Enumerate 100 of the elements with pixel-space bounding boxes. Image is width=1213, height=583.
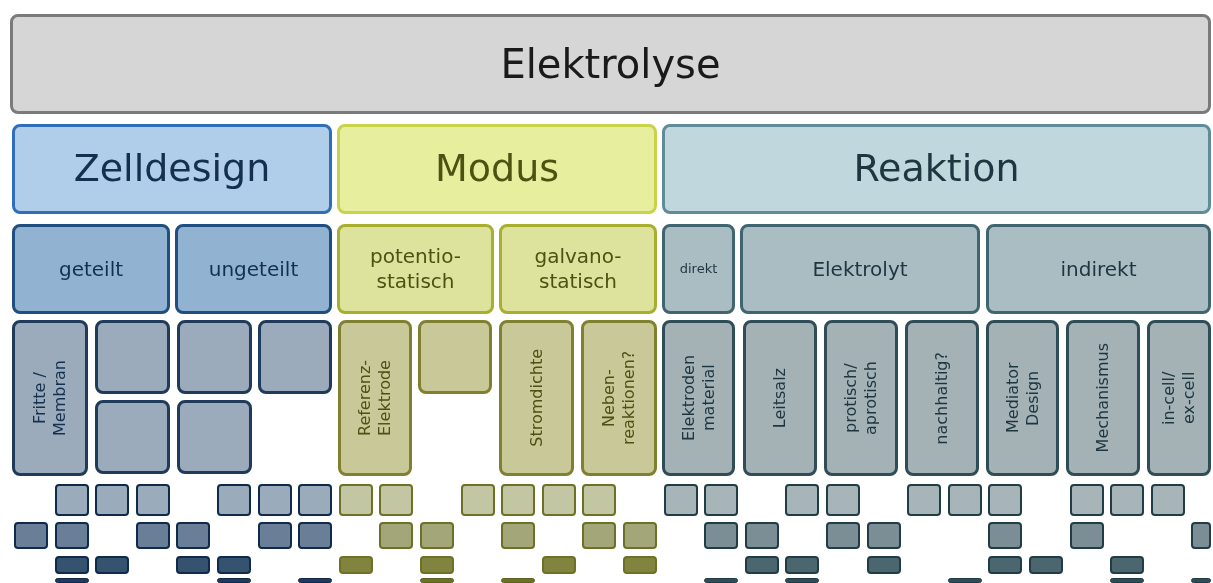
category-label: direkt — [679, 260, 718, 278]
empty-box — [54, 522, 89, 549]
empty-box — [379, 522, 414, 549]
empty-box — [704, 578, 739, 583]
category-label: galvano- statisch — [533, 244, 623, 294]
category-label: nachhaltig? — [932, 351, 952, 445]
empty-box — [541, 556, 576, 574]
empty-box — [298, 484, 333, 516]
category-box — [740, 224, 980, 314]
category-box — [581, 320, 657, 476]
empty-box — [501, 578, 536, 583]
empty-box — [217, 578, 251, 583]
category-box — [662, 224, 735, 314]
category-box — [10, 14, 1211, 114]
category-box — [499, 320, 574, 476]
empty-box — [135, 484, 170, 516]
empty-box — [744, 556, 779, 574]
category-label: Neben- reaktionen? — [599, 349, 639, 448]
empty-box — [420, 578, 454, 583]
empty-box — [623, 556, 657, 574]
empty-box — [298, 522, 333, 549]
empty-box — [257, 484, 292, 516]
empty-box — [54, 484, 89, 516]
empty-box — [501, 522, 536, 549]
empty-box — [866, 556, 901, 574]
category-label: Leitsalz — [770, 367, 790, 429]
empty-box — [257, 522, 292, 549]
empty-box — [95, 400, 170, 474]
category-label: Fritte / Membran — [30, 359, 70, 438]
category-label: Modus — [434, 145, 559, 193]
category-label: Stromdichte — [526, 349, 547, 447]
category-box — [12, 224, 170, 314]
empty-box — [177, 320, 252, 394]
empty-box — [1110, 484, 1145, 516]
category-label: potentio- statisch — [369, 244, 462, 294]
category-label: Reaktion — [853, 145, 1020, 193]
category-box — [986, 224, 1211, 314]
empty-box — [14, 522, 48, 549]
category-box — [986, 320, 1059, 476]
empty-box — [785, 556, 820, 574]
empty-box — [582, 484, 617, 516]
category-box — [662, 124, 1211, 214]
category-box — [337, 224, 494, 314]
empty-box — [988, 556, 1023, 574]
empty-box — [501, 484, 536, 516]
empty-box — [1069, 484, 1104, 516]
empty-box — [988, 484, 1023, 516]
empty-box — [623, 522, 657, 549]
category-label: ungeteilt — [208, 256, 299, 282]
empty-box — [176, 556, 211, 574]
category-box — [824, 320, 898, 476]
empty-box — [258, 320, 332, 394]
empty-box — [135, 522, 170, 549]
empty-box — [541, 484, 576, 516]
empty-box — [785, 484, 820, 516]
empty-box — [1191, 578, 1211, 583]
empty-box — [177, 400, 252, 474]
category-label: indirekt — [1060, 256, 1137, 282]
category-label: protisch/ aprotisch — [841, 360, 881, 437]
empty-box — [460, 484, 495, 516]
empty-box — [907, 484, 942, 516]
empty-box — [947, 484, 982, 516]
category-label: in-cell/ ex-cell — [1159, 370, 1199, 427]
empty-box — [338, 556, 373, 574]
empty-box — [1191, 522, 1211, 549]
category-label: Elektrolyt — [812, 256, 908, 282]
empty-box — [704, 484, 739, 516]
category-box — [743, 320, 817, 476]
category-label: Elektroden material — [678, 353, 719, 444]
empty-box — [744, 522, 779, 549]
empty-box — [1069, 522, 1104, 549]
category-box — [337, 124, 657, 214]
category-label: geteilt — [58, 256, 124, 282]
category-label: Referenz- Elektrode — [355, 358, 395, 439]
category-box — [905, 320, 979, 476]
empty-box — [1150, 484, 1185, 516]
category-box — [1066, 320, 1140, 476]
empty-box — [95, 320, 170, 394]
empty-box — [338, 484, 373, 516]
empty-box — [826, 522, 860, 549]
empty-box — [95, 484, 130, 516]
category-box — [1147, 320, 1211, 476]
category-box — [12, 320, 88, 476]
category-box — [12, 124, 332, 214]
empty-box — [379, 484, 414, 516]
empty-box — [217, 484, 251, 516]
empty-box — [420, 522, 454, 549]
empty-box — [582, 522, 617, 549]
empty-box — [785, 578, 820, 583]
category-label: Mechanismus — [1093, 343, 1113, 453]
empty-box — [54, 578, 89, 583]
empty-box — [298, 578, 333, 583]
category-box — [175, 224, 332, 314]
category-label: Mediator Design — [1002, 361, 1043, 436]
empty-box — [866, 522, 901, 549]
empty-box — [95, 556, 130, 574]
category-box — [662, 320, 735, 476]
empty-box — [217, 556, 251, 574]
empty-box — [420, 556, 454, 574]
empty-box — [176, 522, 211, 549]
